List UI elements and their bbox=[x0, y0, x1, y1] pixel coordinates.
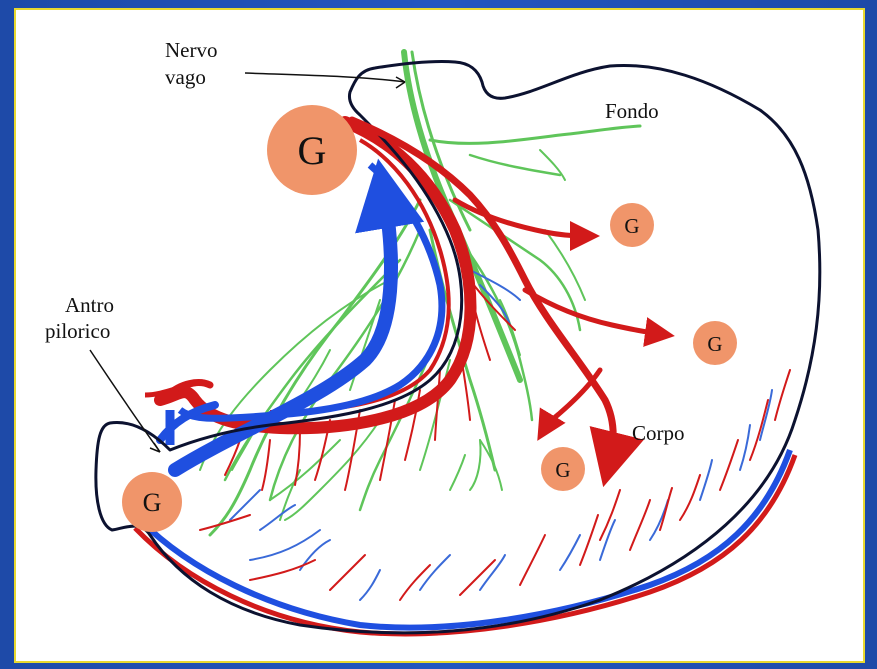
gland-label: G bbox=[298, 128, 327, 173]
gland-body-2: G bbox=[693, 321, 737, 365]
gland-label: G bbox=[707, 332, 722, 356]
gland-label: G bbox=[143, 488, 162, 517]
label-antro-line2: pilorico bbox=[45, 319, 110, 343]
gland-label: G bbox=[624, 214, 639, 238]
lesser-curvature-vein bbox=[180, 165, 442, 418]
label-nervo-vago-line2: vago bbox=[165, 65, 206, 89]
small-veins bbox=[230, 270, 772, 600]
gland-fundus-large: G bbox=[267, 105, 357, 195]
label-corpo: Corpo bbox=[632, 421, 685, 445]
gland-body-1: G bbox=[610, 203, 654, 247]
greater-curvature-artery bbox=[135, 455, 795, 634]
gland-label: G bbox=[555, 458, 570, 482]
gland-body-3: G bbox=[541, 447, 585, 491]
label-nervo-vago-line1: Nervo bbox=[165, 38, 217, 62]
gland-antrum: G bbox=[122, 472, 182, 532]
label-fondo: Fondo bbox=[605, 99, 659, 123]
label-antro-line1: Antro bbox=[65, 293, 114, 317]
